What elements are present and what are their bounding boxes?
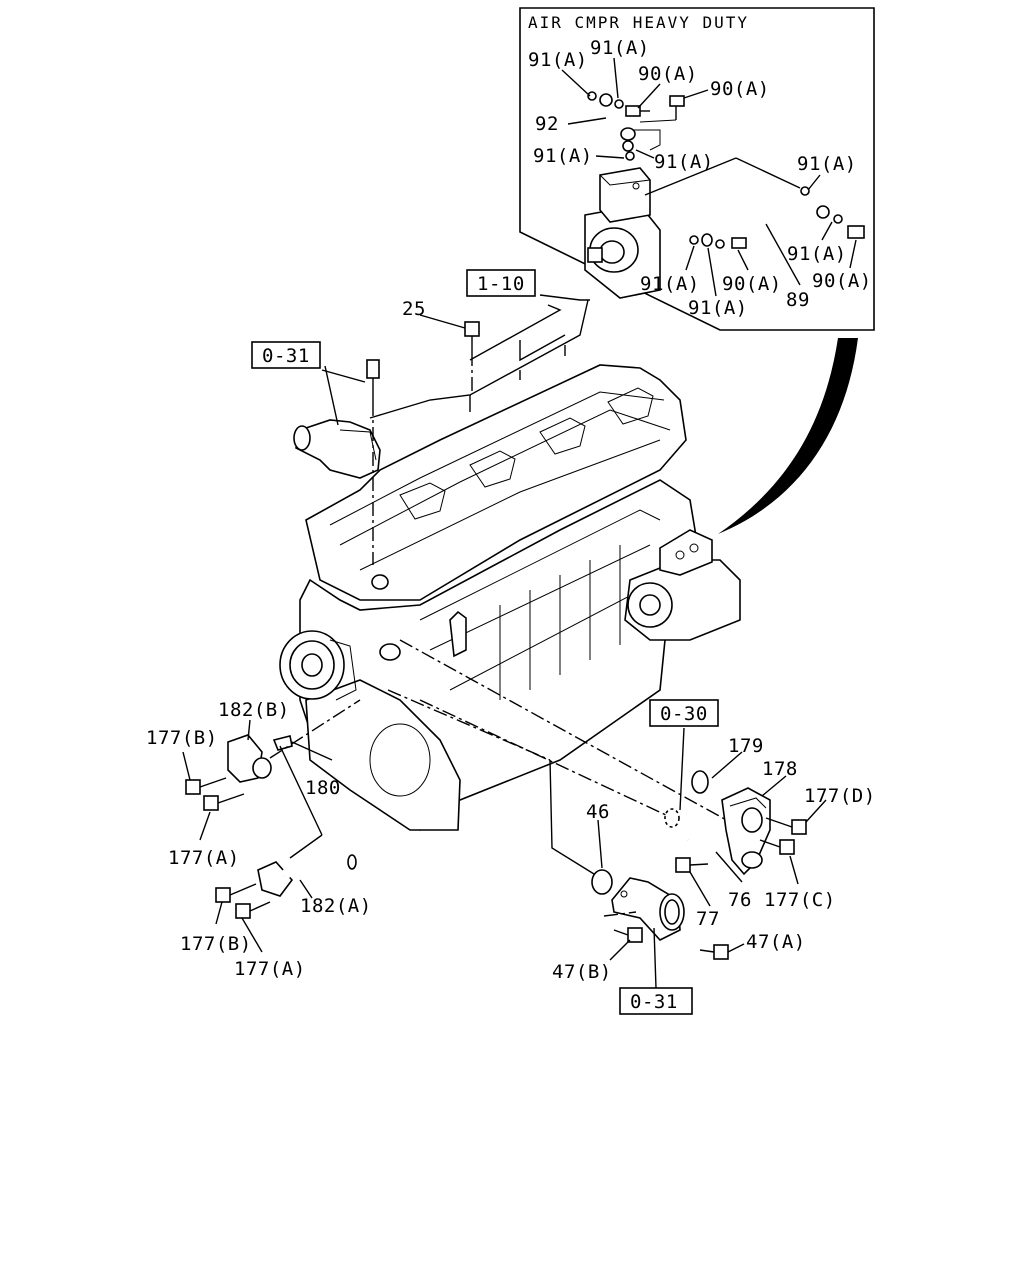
callout-177d: 177(D)	[804, 785, 876, 807]
leader-line	[399, 639, 731, 823]
callout-91a: 91(A)	[528, 49, 588, 71]
inset-title: AIR CMPR HEAVY DUTY	[528, 13, 749, 32]
callout-46: 46	[586, 801, 610, 823]
air-compressor-part	[584, 167, 661, 299]
callout-91a: 91(A)	[640, 273, 700, 295]
left-leader-lines	[182, 699, 361, 953]
ref-box-0-30: 0-30	[649, 699, 719, 727]
bolt-icons	[625, 95, 865, 249]
callout-90a: 90(A)	[638, 63, 698, 85]
washer-icons	[587, 91, 843, 249]
inset-leader-lines	[561, 57, 857, 297]
svg-text:1-10: 1-10	[477, 273, 525, 295]
bolt-icon	[366, 359, 380, 402]
callout-91a: 91(A)	[654, 151, 714, 173]
ref-box-0-31-lower: 0-31	[619, 987, 693, 1015]
o-ring-46	[591, 869, 613, 895]
callout-77: 77	[696, 908, 720, 930]
callout-89: 89	[786, 289, 810, 311]
callout-178: 178	[762, 758, 798, 780]
water-outlet-178	[721, 787, 771, 876]
callout-91a: 91(A)	[797, 153, 857, 175]
callout-177b: 177(B)	[180, 933, 252, 955]
callout-47a: 47(A)	[746, 931, 806, 953]
o-ring-179	[691, 770, 709, 794]
callout-25: 25	[402, 298, 426, 320]
svg-text:0-31: 0-31	[630, 991, 678, 1013]
callout-91a: 91(A)	[590, 37, 650, 59]
crank-pulley	[279, 630, 357, 701]
callout-182a: 182(A)	[300, 895, 372, 917]
ref-box-0-31: 0-31	[251, 341, 321, 369]
callout-90a: 90(A)	[722, 273, 782, 295]
callout-180: 180	[305, 777, 341, 799]
svg-text:0-31: 0-31	[262, 345, 310, 367]
callout-92: 92	[535, 113, 559, 135]
ref-box-1-10: 1-10	[466, 269, 536, 297]
callout-47b: 47(B)	[552, 961, 612, 983]
top-leader-lines	[321, 294, 590, 565]
inset-pointer-arrow	[718, 338, 858, 534]
callout-182b: 182(B)	[218, 699, 290, 721]
engine-block	[279, 364, 741, 832]
callout-91a: 91(A)	[688, 297, 748, 319]
leader-line	[387, 689, 551, 761]
callout-177c: 177(C)	[764, 889, 836, 911]
thermostat-housing	[293, 419, 381, 479]
bolt-icon	[464, 321, 480, 352]
callout-90a: 90(A)	[710, 78, 770, 100]
water-inlet-pipe	[611, 877, 685, 941]
svg-text:0-30: 0-30	[660, 703, 708, 725]
callout-91a: 91(A)	[787, 243, 847, 265]
gasket-180	[272, 735, 293, 751]
callout-179: 179	[728, 735, 764, 757]
callout-91a: 91(A)	[533, 145, 593, 167]
air-compressor-inset: AIR CMPR HEAVY DUTY	[519, 7, 875, 331]
callout-76: 76	[728, 889, 752, 911]
right-leader-lines	[597, 727, 827, 989]
bolt-icons-right	[613, 817, 807, 960]
bolt-icons-left	[185, 777, 271, 919]
callout-177a: 177(A)	[234, 958, 306, 980]
water-pipe-182a	[257, 851, 357, 897]
block-air-compressor	[624, 529, 741, 641]
callout-90a: 90(A)	[812, 270, 872, 292]
callout-177b: 177(B)	[146, 727, 218, 749]
water-outlet-left	[227, 734, 293, 783]
callout-177a: 177(A)	[168, 847, 240, 869]
